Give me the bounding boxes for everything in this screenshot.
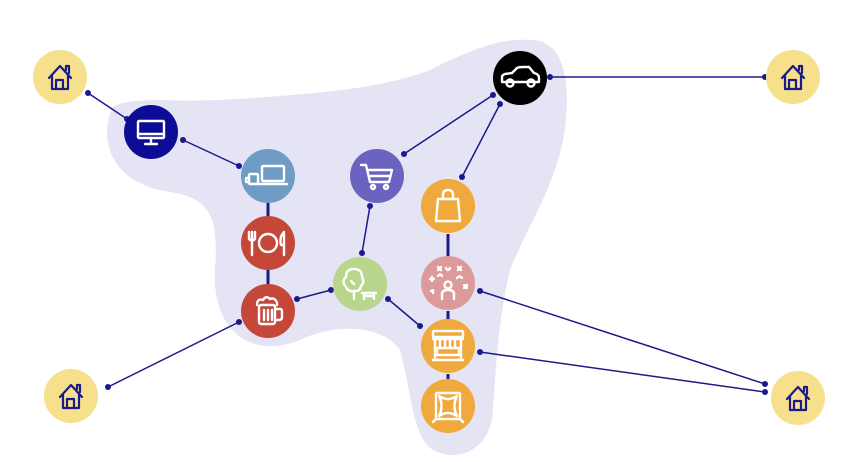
edge-endpoint-dot <box>477 349 483 355</box>
house-icon <box>58 383 84 410</box>
house-icon <box>785 385 811 412</box>
home-top-right[interactable] <box>766 50 820 104</box>
edge-car-bag <box>461 103 501 178</box>
edge-endpoint-dot <box>236 319 242 325</box>
edge-home-bottom-left-beer <box>107 321 240 388</box>
shopping-cart-icon <box>359 163 394 191</box>
edge-endpoint-dot <box>497 101 503 107</box>
market-stall-icon <box>431 329 465 362</box>
tree-bench-icon <box>342 267 378 301</box>
node-cart[interactable] <box>350 149 404 203</box>
edge-park-cart <box>361 205 371 254</box>
edge-endpoint-dot <box>105 384 111 390</box>
shopping-bag-icon <box>434 188 462 223</box>
edge-monitor-laptop <box>182 139 240 167</box>
monitor-icon <box>136 119 166 146</box>
node-gym-mat[interactable] <box>421 379 475 433</box>
edge-endpoint-dot <box>180 137 186 143</box>
edge-endpoint-dot <box>762 381 768 387</box>
edge-endpoint-dot <box>294 296 300 302</box>
edge-stall-home-bottom-right <box>479 351 766 393</box>
edge-park-stall <box>387 298 421 327</box>
car-icon <box>500 65 541 88</box>
node-shopping-bag[interactable] <box>421 179 475 233</box>
edge-endpoint-dot <box>367 203 373 209</box>
node-park[interactable] <box>333 257 387 311</box>
house-icon <box>47 64 73 91</box>
edge-endpoint-dot <box>359 250 365 256</box>
node-beer[interactable] <box>241 284 295 338</box>
edge-endpoint-dot <box>85 90 91 96</box>
edge-endpoint-dot <box>236 163 242 169</box>
edge-endpoint-dot <box>762 389 768 395</box>
confetti-person-icon <box>428 265 469 301</box>
mat-icon <box>431 391 465 424</box>
edge-endpoint-dot <box>490 92 496 98</box>
beer-mug-icon <box>255 296 284 326</box>
edge-dots <box>85 74 768 395</box>
edge-home-top-left-monitor <box>87 92 128 120</box>
edge-endpoint-dot <box>417 323 423 329</box>
edge-endpoint-dot <box>547 74 553 80</box>
home-bottom-right[interactable] <box>771 371 825 425</box>
laptop-icon <box>244 164 289 186</box>
edge-endpoint-dot <box>477 288 483 294</box>
edge-cart-car <box>403 94 494 155</box>
edge-beer-park <box>296 289 332 300</box>
edges <box>87 76 766 393</box>
node-market-stall[interactable] <box>421 319 475 373</box>
node-dining[interactable] <box>241 216 295 270</box>
node-car[interactable] <box>493 51 547 105</box>
home-bottom-left[interactable] <box>44 369 98 423</box>
node-laptop[interactable] <box>241 149 295 203</box>
edge-endpoint-dot <box>459 174 465 180</box>
node-monitor[interactable] <box>124 105 178 159</box>
home-top-left[interactable] <box>33 50 87 104</box>
node-party[interactable] <box>421 256 475 310</box>
edge-party-home-bottom-right <box>479 290 766 385</box>
house-icon <box>780 64 806 91</box>
edge-endpoint-dot <box>401 151 407 157</box>
plate-cutlery-icon <box>247 230 286 257</box>
edge-endpoint-dot <box>328 287 334 293</box>
edge-endpoint-dot <box>385 296 391 302</box>
